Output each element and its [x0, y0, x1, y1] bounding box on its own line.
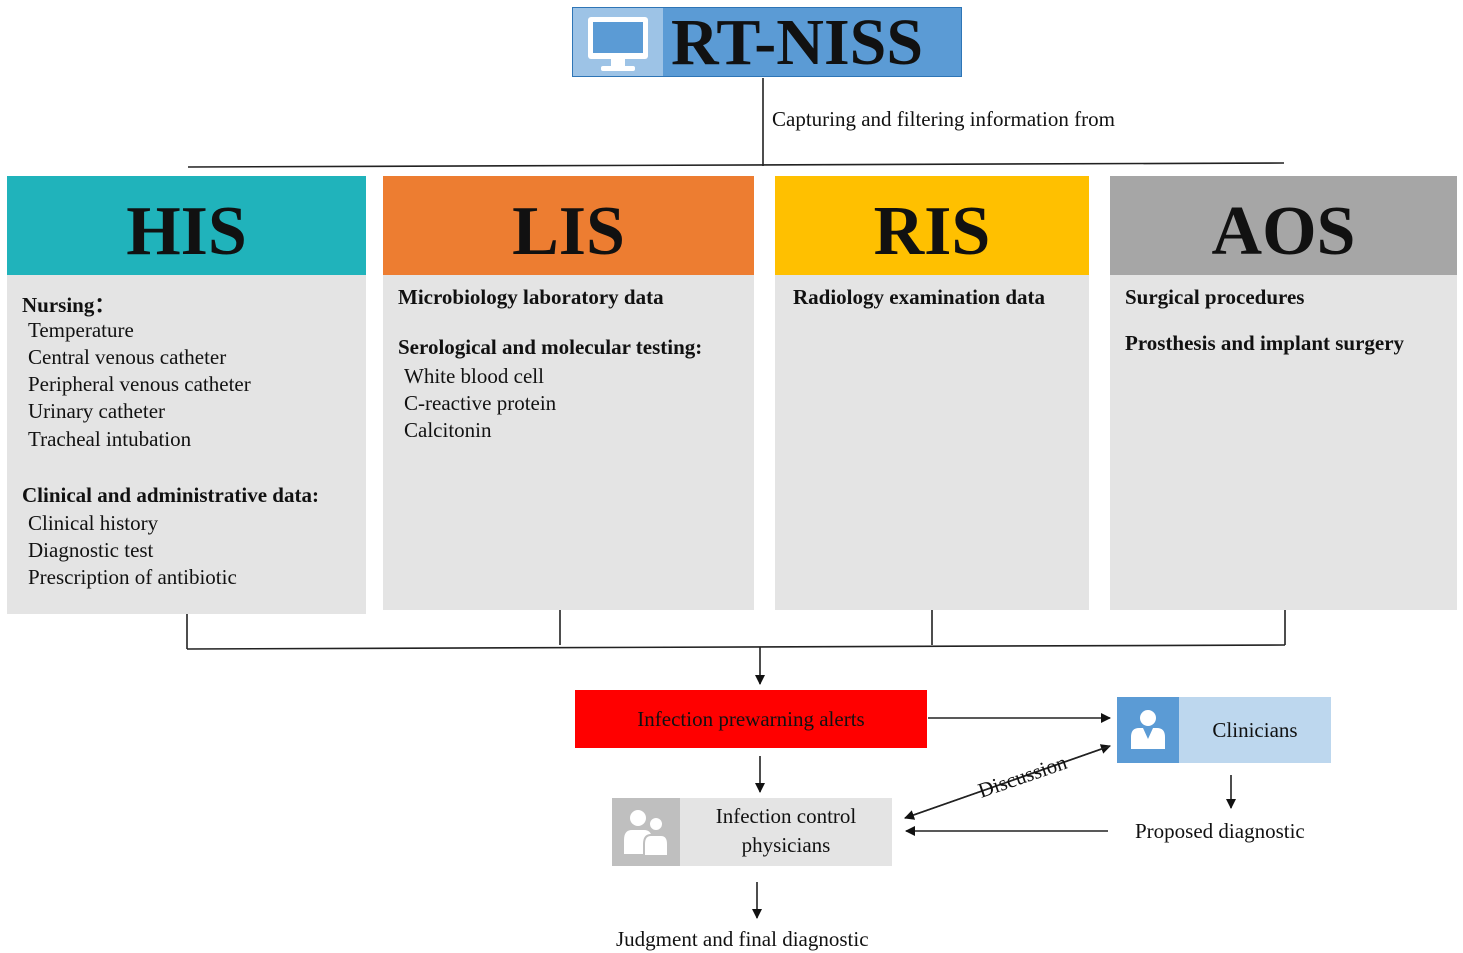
icp-icon-box: [612, 798, 680, 866]
list-item: Peripheral venous catheter: [28, 372, 251, 396]
list-item: White blood cell: [404, 364, 544, 388]
list-item: Central venous catheter: [28, 345, 227, 369]
icp-label: Infection control physicians: [680, 802, 892, 860]
discussion-arrow-down: [904, 745, 1111, 820]
person-icon: [1131, 710, 1165, 749]
sero-header: Serological and molecular testing:: [398, 335, 703, 359]
list-item: Diagnostic test: [28, 538, 154, 562]
list-item: Clinical history: [28, 511, 159, 535]
his-header: HIS: [7, 176, 366, 275]
capture-caption: Capturing and filtering information from: [772, 107, 1115, 131]
list-item: C-reactive protein: [404, 391, 557, 415]
list-item: Calcitonin: [404, 418, 492, 442]
bottom-bus: [186, 644, 1286, 650]
aos-column: AOS Surgical procedures Prosthesis and i…: [1110, 176, 1457, 610]
icp-box: Infection control physicians: [612, 798, 892, 866]
prosthesis-surgery: Prosthesis and implant surgery: [1125, 331, 1405, 355]
clinical-header: Clinical and administrative data:: [22, 483, 319, 507]
list-item: Urinary catheter: [28, 399, 166, 423]
title-box: RT-NISS: [572, 6, 962, 79]
icp-label-line1: Infection control: [715, 804, 857, 828]
clinicians-label: Clinicians: [1212, 718, 1298, 742]
list-item: Prescription of antibiotic: [28, 565, 237, 589]
group-icon: [624, 810, 669, 857]
alerts-box: Infection prewarning alerts: [575, 690, 927, 748]
micro-lab-data: Microbiology laboratory data: [398, 285, 664, 309]
ris-header: RIS: [775, 176, 1089, 275]
title-icon-box: [573, 8, 663, 76]
his-column: HIS Nursing： Temperature Central venous …: [7, 176, 366, 614]
clinicians-box: Clinicians: [1117, 697, 1331, 763]
surgical-procedures: Surgical procedures: [1125, 285, 1305, 309]
icp-label-line2: physicians: [741, 833, 831, 857]
ris-column: RIS Radiology examination data: [775, 176, 1089, 610]
list-item: Temperature: [28, 318, 134, 342]
list-item: Tracheal intubation: [28, 427, 192, 451]
lis-header: LIS: [383, 176, 754, 275]
aos-header: AOS: [1110, 176, 1457, 275]
proposed-diagnostic: Proposed diagnostic: [1135, 819, 1305, 843]
final-diagnostic: Judgment and final diagnostic: [616, 927, 869, 951]
nursing-header: Nursing：: [22, 293, 116, 317]
lis-column: LIS Microbiology laboratory data Serolog…: [383, 176, 754, 610]
clinicians-icon-box: [1117, 697, 1179, 763]
top-bus: [187, 162, 1285, 168]
radiology-data: Radiology examination data: [793, 285, 1046, 309]
monitor-icon: [588, 17, 648, 71]
page-title: RT-NISS: [671, 6, 924, 79]
